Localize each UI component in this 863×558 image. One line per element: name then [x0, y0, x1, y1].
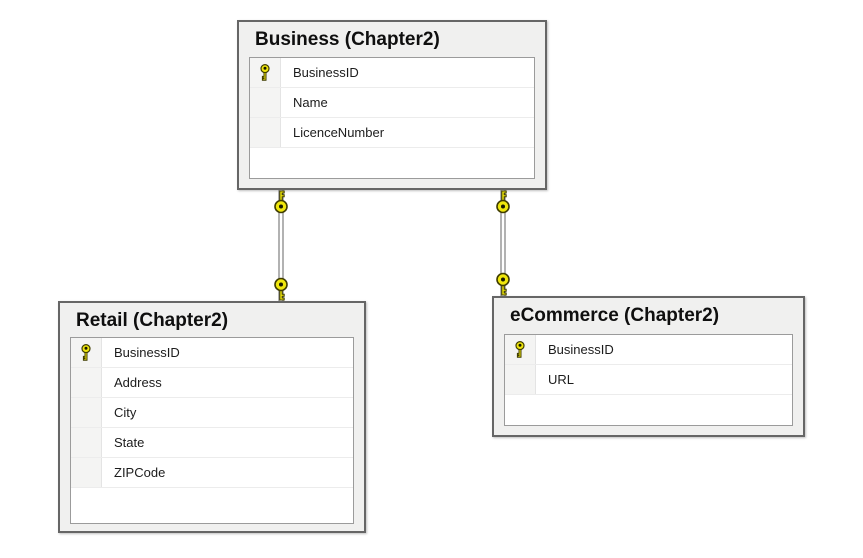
column-row-businessid[interactable]: BusinessID — [505, 335, 792, 365]
table-retail[interactable]: Retail (Chapter2) BusinessID Address Ci — [58, 301, 366, 533]
key-end-icon-bottom — [274, 277, 288, 301]
relationship-connector-business-retail[interactable] — [271, 190, 291, 301]
column-name: Address — [114, 375, 162, 390]
column-row-url[interactable]: URL — [505, 365, 792, 395]
primary-key-cell — [71, 338, 102, 367]
column-row-businessid[interactable]: BusinessID — [71, 338, 353, 368]
column-row-zipcode[interactable]: ZIPCode — [71, 458, 353, 488]
primary-key-icon — [81, 344, 91, 361]
key-end-icon-top — [496, 190, 510, 214]
row-selector-cell — [250, 88, 281, 117]
table-title-retail: Retail (Chapter2) — [76, 310, 229, 331]
primary-key-icon — [515, 341, 525, 358]
row-selector-cell — [71, 398, 102, 427]
column-name: ZIPCode — [114, 465, 166, 480]
column-grid-retail: BusinessID Address City State ZIPCode — [70, 337, 354, 524]
column-row-state[interactable]: State — [71, 428, 353, 458]
column-name: Name — [293, 95, 328, 110]
column-name: State — [114, 435, 145, 450]
row-selector-cell — [505, 365, 536, 394]
row-selector-cell — [250, 118, 281, 147]
table-business[interactable]: Business (Chapter2) BusinessID Name Lic — [237, 20, 547, 190]
column-name: City — [114, 405, 137, 420]
column-row-city[interactable]: City — [71, 398, 353, 428]
table-title-business: Business (Chapter2) — [255, 29, 440, 50]
relationship-connector-business-ecommerce[interactable] — [493, 190, 513, 296]
column-name: BusinessID — [293, 65, 359, 80]
column-grid-business: BusinessID Name LicenceNumber — [249, 57, 535, 179]
primary-key-icon — [260, 64, 270, 81]
row-selector-cell — [71, 458, 102, 487]
table-ecommerce[interactable]: eCommerce (Chapter2) BusinessID URL — [492, 296, 805, 437]
column-row-businessid[interactable]: BusinessID — [250, 58, 534, 88]
key-end-icon-bottom — [496, 272, 510, 296]
row-selector-cell — [71, 368, 102, 397]
primary-key-cell — [505, 335, 536, 364]
column-name: BusinessID — [114, 345, 180, 360]
column-row-name[interactable]: Name — [250, 88, 534, 118]
column-row-licencenumber[interactable]: LicenceNumber — [250, 118, 534, 148]
column-name: LicenceNumber — [293, 125, 385, 140]
table-title-ecommerce: eCommerce (Chapter2) — [510, 305, 720, 326]
key-end-icon-top — [274, 190, 288, 214]
row-selector-cell — [71, 428, 102, 457]
column-row-address[interactable]: Address — [71, 368, 353, 398]
column-name: BusinessID — [548, 342, 614, 357]
column-name: URL — [548, 372, 575, 387]
primary-key-cell — [250, 58, 281, 87]
column-grid-ecommerce: BusinessID URL — [504, 334, 793, 426]
